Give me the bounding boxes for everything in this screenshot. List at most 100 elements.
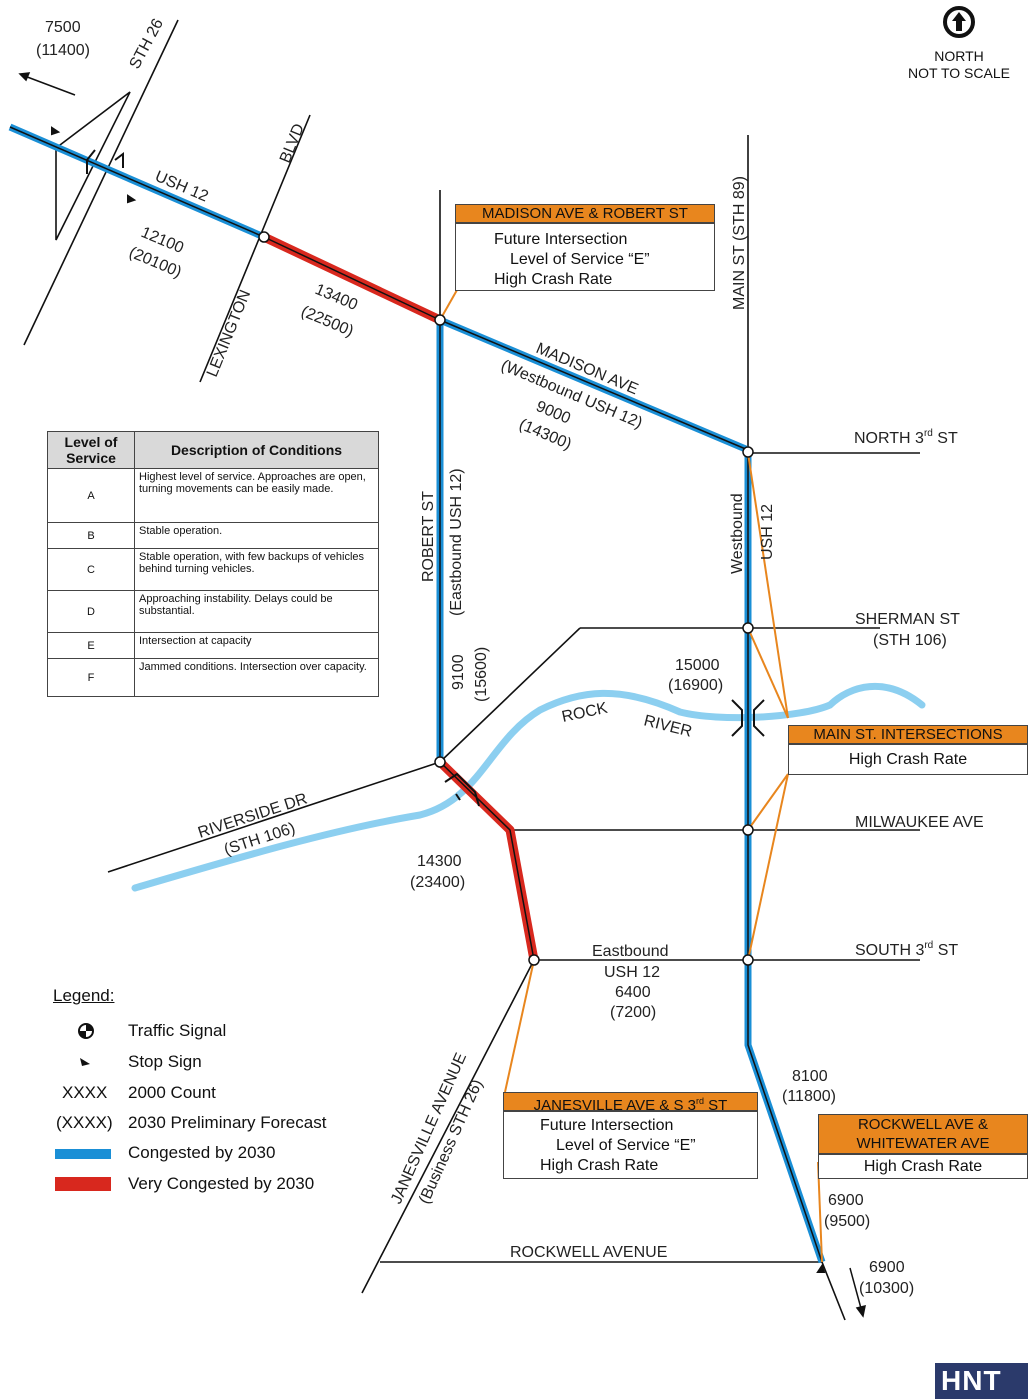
callout-line: High Crash Rate: [540, 1157, 659, 1174]
callout-line: High Crash Rate: [494, 271, 613, 288]
forecast-label: (23400): [410, 874, 465, 891]
roads: [23, 19, 920, 1321]
traffic-signal-icon: [742, 954, 754, 966]
legend-label-forecast: 2030 Preliminary Forecast: [128, 1113, 327, 1132]
legend-title: Legend:: [53, 986, 115, 1005]
callout-body-madison-robert: Future Intersection Level of Service “E”…: [455, 223, 715, 291]
road-label: Eastbound: [592, 943, 669, 960]
los-description: Stable operation.: [134, 522, 379, 549]
los-description: Highest level of service. Approaches are…: [134, 468, 379, 523]
road-label: ROCKWELL AVENUE: [510, 1244, 667, 1261]
scale-note: NOT TO SCALE: [908, 65, 1010, 81]
legend-label-traffic-signal: Traffic Signal: [128, 1021, 227, 1040]
road-label: (STH 106): [873, 632, 947, 649]
count-label: 8100: [792, 1068, 828, 1085]
forecast-label: (7200): [610, 1004, 656, 1021]
forecast-label: (16900): [668, 677, 723, 694]
los-level: F: [47, 658, 135, 697]
table-row: E Intersection at capacity: [47, 632, 379, 659]
legend-label-congested: Congested by 2030: [128, 1143, 276, 1162]
callout-title-main-st: MAIN ST. INTERSECTIONS: [788, 725, 1028, 744]
callout-title-rockwell-whitewater: ROCKWELL AVE & WHITEWATER AVE: [818, 1114, 1028, 1154]
road-label: Westbound: [729, 493, 746, 574]
stop-sign-icon: [816, 1263, 826, 1273]
column-header: Description of Conditions: [134, 431, 379, 469]
road-label: MAIN ST (STH 89): [731, 176, 748, 310]
count-label: 9100: [450, 654, 467, 690]
stop-sign-icon: [127, 194, 137, 204]
los-level: A: [47, 468, 135, 523]
los-description: Jammed conditions. Intersection over cap…: [134, 658, 379, 697]
los-description: Stable operation, with few backups of ve…: [134, 548, 379, 591]
traffic-signals: [258, 231, 754, 966]
traffic-signal-icon: [258, 231, 270, 243]
callout-body-main-st: High Crash Rate: [788, 744, 1028, 775]
road-label: BLVD: [277, 121, 308, 165]
very-congested-swatch: [55, 1177, 111, 1191]
callout-line: Future Intersection: [540, 1117, 674, 1134]
stop-sign-icon: [51, 126, 61, 136]
rock-river: [131, 682, 926, 892]
table-row: A Highest level of service. Approaches a…: [47, 468, 379, 523]
congested-segments: [8, 123, 826, 1264]
los-level: E: [47, 632, 135, 659]
callout-line: Future Intersection: [494, 231, 628, 248]
legend-label-very-congested: Very Congested by 2030: [128, 1174, 315, 1193]
count-label: 7500: [45, 19, 81, 36]
callout-title-line: WHITEWATER AVE: [856, 1135, 990, 1152]
count-label: 15000: [675, 657, 720, 674]
count-label: 6900: [828, 1192, 864, 1209]
bridge-marks: [86, 149, 765, 807]
road-label: USH 12: [604, 964, 660, 981]
arrow-icon: [855, 1304, 866, 1318]
count-label: 6900: [869, 1259, 905, 1276]
traffic-signal-icon: [434, 314, 446, 326]
arrow-icon: [18, 72, 31, 82]
los-level: B: [47, 522, 135, 549]
table-row: D Approaching instability. Delays could …: [47, 590, 379, 633]
callout-title-line: ROCKWELL AVE &: [857, 1116, 989, 1133]
forecast-label: (9500): [824, 1213, 870, 1230]
north-arrow-icon: [943, 6, 975, 38]
level-of-service-table: Level of Service Description of Conditio…: [47, 431, 379, 697]
stop-signs: [51, 126, 826, 1273]
legend-label-stop-sign: Stop Sign: [128, 1052, 202, 1071]
callout-line: Level of Service “E”: [510, 251, 650, 268]
stop-sign-icon: [80, 1058, 90, 1066]
forecast-label: (15600): [473, 647, 490, 702]
callout-body-rockwell-whitewater: High Crash Rate: [818, 1154, 1028, 1179]
road-label: USH 12: [759, 504, 776, 560]
legend-symbol-forecast: (XXXX): [56, 1113, 113, 1132]
table-row: F Jammed conditions. Intersection over c…: [47, 658, 379, 697]
road-label: LEXINGTON: [204, 288, 254, 380]
callout-line: High Crash Rate: [848, 751, 968, 768]
traffic-signal-icon: [742, 824, 754, 836]
callout-body-janesville-s3: Future Intersection Level of Service “E”…: [503, 1111, 758, 1179]
very-congested-segments: [262, 232, 539, 961]
callout-line: Level of Service “E”: [556, 1137, 696, 1154]
los-description: Approaching instability. Delays could be…: [134, 590, 379, 633]
traffic-signal-icon: [742, 446, 754, 458]
callout-title-janesville-s3: JANESVILLE AVE & S 3rd ST: [503, 1092, 758, 1111]
legend-label-count: 2000 Count: [128, 1083, 216, 1102]
callout-title-madison-robert: MADISON AVE & ROBERT ST: [455, 204, 715, 223]
los-level: C: [47, 548, 135, 591]
traffic-signal-icon: [434, 756, 446, 768]
river-label: ROCK: [560, 700, 609, 726]
los-description: Intersection at capacity: [134, 632, 379, 659]
legend-symbols: [55, 1023, 111, 1191]
forecast-label: (11800): [782, 1088, 836, 1105]
road-label: SHERMAN ST: [855, 611, 960, 628]
column-header: Level of Service: [47, 431, 135, 469]
road-label: STH 26: [127, 16, 168, 72]
forecast-label: (10300): [859, 1280, 914, 1297]
los-level: D: [47, 590, 135, 633]
legend-symbol-count: XXXX: [62, 1083, 108, 1102]
road-label: ROBERT ST: [420, 491, 437, 582]
road-label: NORTH 3rd ST: [854, 428, 958, 447]
table-header-row: Level of Service Description of Conditio…: [47, 431, 379, 469]
road-label: SOUTH 3rd ST: [855, 940, 958, 959]
congested-swatch: [55, 1149, 111, 1159]
traffic-signal-icon: [742, 622, 754, 634]
